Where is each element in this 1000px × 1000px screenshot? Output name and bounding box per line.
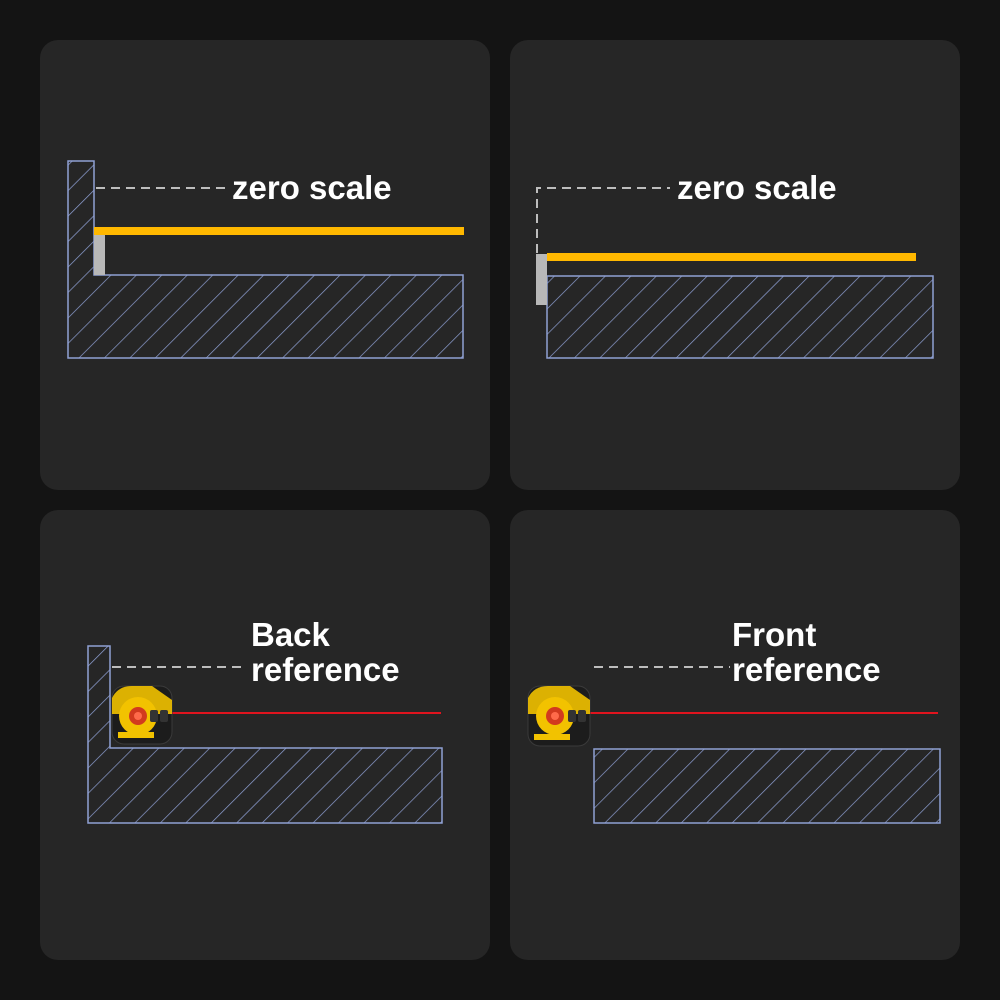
zero-scale-front-diagram — [536, 187, 934, 359]
tape-hook — [536, 254, 547, 305]
label-line-2: reference — [251, 651, 400, 688]
label-line-1: Back — [251, 616, 330, 653]
front-reference-label: Front reference — [732, 617, 881, 687]
label-line-2: reference — [732, 651, 881, 688]
wall-block — [87, 645, 443, 824]
tape-hook — [94, 231, 105, 275]
dashed-leader — [536, 187, 670, 253]
label-line-1: Front — [732, 616, 817, 653]
panel-zero-scale-front: zero scale — [510, 40, 960, 490]
floor-block — [546, 275, 934, 359]
zero-scale-back-diagram — [67, 160, 464, 359]
tape-measure-icon — [111, 685, 173, 745]
tape-blade — [547, 253, 916, 261]
panel-zero-scale-back: zero scale — [40, 40, 490, 490]
tape-blade — [94, 227, 464, 235]
tape-measure-icon — [527, 685, 591, 747]
front-reference-diagram — [527, 666, 941, 824]
wall-block — [67, 160, 464, 359]
back-reference-label: Back reference — [251, 617, 400, 687]
zero-scale-label: zero scale — [232, 169, 392, 206]
floor-block — [593, 748, 941, 824]
panel-back-reference: Back reference — [40, 510, 490, 960]
panel-front-reference: Front reference — [510, 510, 960, 960]
zero-scale-label: zero scale — [677, 169, 837, 206]
back-reference-diagram — [87, 645, 443, 824]
